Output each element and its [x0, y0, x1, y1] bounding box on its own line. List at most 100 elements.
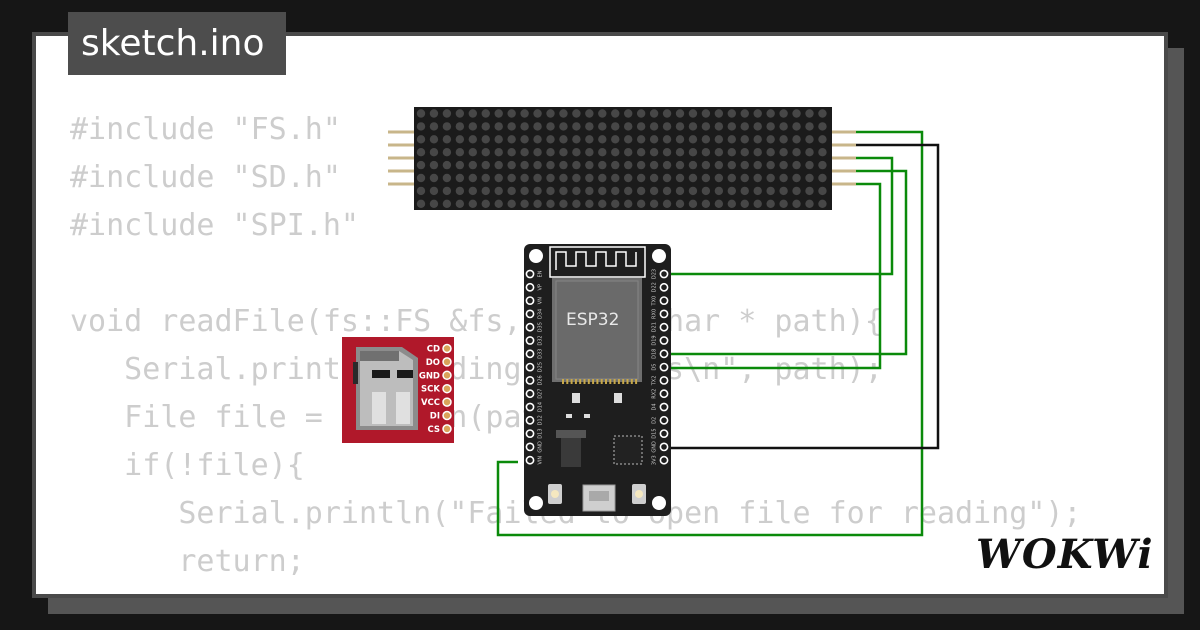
- sd-pin[interactable]: [442, 383, 452, 394]
- matrix-led: [546, 199, 555, 208]
- matrix-led: [481, 199, 490, 208]
- matrix-led: [636, 173, 646, 183]
- sd-pin-label: DI: [430, 412, 440, 422]
- esp32-pin[interactable]: [525, 429, 535, 438]
- matrix-led: [753, 160, 762, 170]
- matrix-led: [585, 160, 594, 170]
- matrix-led: [468, 160, 477, 170]
- esp32-pin[interactable]: [525, 362, 535, 372]
- matrix-led: [662, 135, 672, 144]
- esp32-chip-label: ESP32: [566, 310, 619, 330]
- matrix-led: [675, 199, 685, 208]
- esp32-pin[interactable]: [659, 349, 669, 359]
- matrix-led: [779, 160, 788, 170]
- esp32-pin[interactable]: [659, 362, 669, 372]
- matrix-led: [533, 160, 542, 170]
- esp32-pin[interactable]: [659, 269, 669, 279]
- esp32-pin[interactable]: [659, 442, 669, 452]
- esp32-pin-label: GND: [652, 441, 658, 453]
- sd-pin[interactable]: [442, 424, 452, 434]
- matrix-led: [520, 186, 529, 196]
- matrix-led: [792, 160, 801, 170]
- matrix-led: [688, 199, 698, 208]
- esp32-pin[interactable]: [525, 309, 535, 319]
- en-button-cap: [551, 490, 559, 498]
- sd-pin-label: CD: [427, 345, 440, 355]
- esp32-pin[interactable]: [659, 455, 669, 465]
- matrix-led: [559, 135, 568, 144]
- matrix-led: [416, 148, 426, 157]
- sd-pin[interactable]: [442, 343, 452, 354]
- esp32-pin[interactable]: [525, 349, 535, 359]
- matrix-led: [520, 148, 529, 157]
- esp32-pin[interactable]: [525, 336, 535, 345]
- matrix-led: [611, 199, 620, 208]
- matrix-led: [818, 122, 827, 131]
- matrix-led: [688, 122, 698, 131]
- module-pad: [609, 379, 612, 384]
- matrix-led: [481, 173, 490, 183]
- matrix-led: [805, 122, 814, 131]
- esp32-pin[interactable]: [525, 322, 535, 332]
- esp32-pin[interactable]: [525, 282, 535, 292]
- esp32-pin[interactable]: [659, 389, 669, 399]
- esp32-pin[interactable]: [659, 322, 669, 332]
- esp32-pin[interactable]: [525, 375, 535, 385]
- matrix-led: [416, 122, 426, 131]
- matrix-led: [753, 135, 762, 144]
- esp32-pin[interactable]: [659, 375, 669, 385]
- esp32-pin-label: D4: [652, 403, 658, 410]
- sketch-filename-tab[interactable]: sketch.ino: [68, 12, 286, 75]
- matrix-led: [598, 160, 607, 170]
- sd-pin[interactable]: [442, 370, 452, 381]
- sd-pin[interactable]: [442, 410, 452, 421]
- module-pad: [579, 379, 582, 384]
- matrix-led: [572, 173, 581, 183]
- module-pad: [592, 379, 595, 384]
- matrix-led: [442, 109, 452, 118]
- esp32-pin[interactable]: [659, 429, 669, 438]
- matrix-led: [701, 173, 711, 183]
- esp32-pin[interactable]: [659, 402, 669, 412]
- matrix-led: [546, 186, 555, 196]
- matrix-led: [805, 148, 814, 157]
- matrix-led: [792, 186, 801, 196]
- esp32-pin[interactable]: [659, 282, 669, 292]
- esp32-pin[interactable]: [659, 309, 669, 319]
- module-castellations: [562, 379, 638, 384]
- matrix-led: [611, 135, 620, 144]
- matrix-led: [740, 173, 749, 183]
- matrix-led: [494, 199, 503, 208]
- sd-pin[interactable]: [442, 357, 452, 367]
- matrix-led: [468, 109, 477, 118]
- esp32-pin[interactable]: [525, 415, 535, 425]
- matrix-led: [766, 186, 775, 196]
- esp32-pin[interactable]: [525, 402, 535, 412]
- led-matrix[interactable]: [388, 107, 856, 210]
- esp32-pin[interactable]: [525, 296, 535, 305]
- esp32-pin[interactable]: [659, 415, 669, 425]
- esp32-pin[interactable]: [659, 336, 669, 345]
- sd-pin[interactable]: [442, 397, 452, 407]
- matrix-led: [649, 199, 659, 208]
- matrix-led: [507, 122, 516, 131]
- esp32-pin-label: D5: [652, 364, 658, 371]
- matrix-led: [416, 199, 426, 208]
- matrix-led: [624, 122, 633, 131]
- esp32-pin[interactable]: [659, 296, 669, 305]
- module-pad: [566, 379, 569, 384]
- esp32-pin[interactable]: [525, 389, 535, 399]
- matrix-led: [416, 135, 426, 144]
- matrix-led: [792, 199, 801, 208]
- esp32-pin[interactable]: [525, 442, 535, 452]
- esp32-pin[interactable]: [525, 269, 535, 279]
- module-pad: [570, 379, 573, 384]
- regulator-tab: [556, 430, 586, 438]
- matrix-led: [468, 135, 477, 144]
- module-pad: [605, 379, 607, 384]
- esp32-pin[interactable]: [525, 455, 535, 465]
- esp32-board[interactable]: ESP32 ENVPVND34D35D32D33D25D26D27D14D12D…: [524, 244, 671, 516]
- matrix-led: [507, 135, 516, 144]
